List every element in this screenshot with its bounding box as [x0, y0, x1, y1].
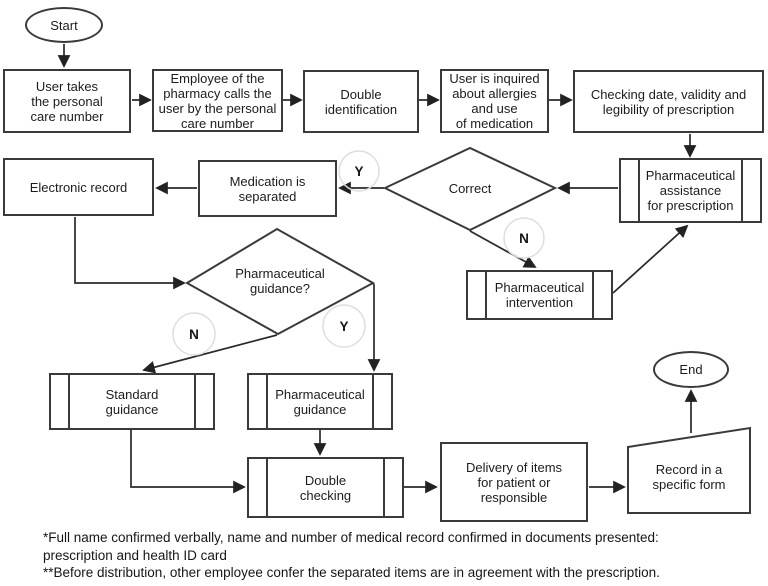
record-form-shape — [627, 426, 751, 514]
footnotes: *Full name confirmed verbally, name and … — [43, 529, 755, 582]
branch-circle-guidance-no — [172, 312, 216, 356]
footnote-line-1: *Full name confirmed verbally, name and … — [43, 530, 659, 545]
arrow-intervention-to-assistance — [612, 224, 689, 294]
node-double-identification: Double identification — [303, 70, 419, 133]
footnote-line-2: prescription and health ID card — [43, 547, 227, 563]
decision-guidance-shape — [185, 227, 376, 336]
branch-label-correct-yes: Y — [354, 163, 364, 179]
node-medication-separated: Medication is separated — [198, 160, 337, 217]
branch-circle-correct-yes — [338, 150, 380, 192]
branch-label-guidance-yes: Y — [339, 318, 349, 334]
node-start: Start — [25, 7, 103, 43]
branch-circle-correct-no — [503, 217, 545, 259]
arrow-correct-no-to-intervention — [469, 230, 537, 268]
node-double-checking: Double checking — [247, 457, 404, 518]
arrow-guidance-yes-to-pharmaceutical-guidance — [367, 282, 381, 372]
branch-label-correct-no: N — [519, 230, 529, 246]
node-pharmaceutical-assistance: Pharmaceutical assistance for prescripti… — [619, 158, 762, 223]
node-standard-guidance: Standard guidance — [49, 373, 215, 430]
node-user-inquired-allergies: User is inquired about allergies and use… — [440, 69, 549, 133]
node-delivery-of-items: Delivery of items for patient or respons… — [440, 442, 588, 522]
decision-correct-shape — [382, 146, 558, 232]
arrow-standard-guidance-to-double-checking — [130, 430, 246, 494]
node-pharmaceutical-intervention: Pharmaceutical intervention — [466, 270, 613, 320]
node-employee-calls-user: Employee of the pharmacy calls the user … — [152, 69, 283, 132]
branch-label-guidance-no: N — [189, 326, 199, 342]
node-checking-prescription: Checking date, validity and legibility o… — [573, 70, 764, 133]
branch-circle-guidance-yes — [322, 304, 366, 348]
node-pharmaceutical-guidance: Pharmaceutical guidance — [247, 373, 393, 430]
connectors — [57, 44, 698, 494]
node-user-takes-care-number: User takes the personal care number — [3, 69, 131, 133]
footnote-line-3: **Before distribution, other employee co… — [43, 565, 660, 580]
arrow-guidance-no-to-standard-guidance — [142, 334, 278, 374]
arrow-electronic-record-to-guidance-decision — [74, 217, 186, 290]
node-end: End — [653, 351, 729, 388]
node-electronic-record: Electronic record — [3, 158, 154, 216]
